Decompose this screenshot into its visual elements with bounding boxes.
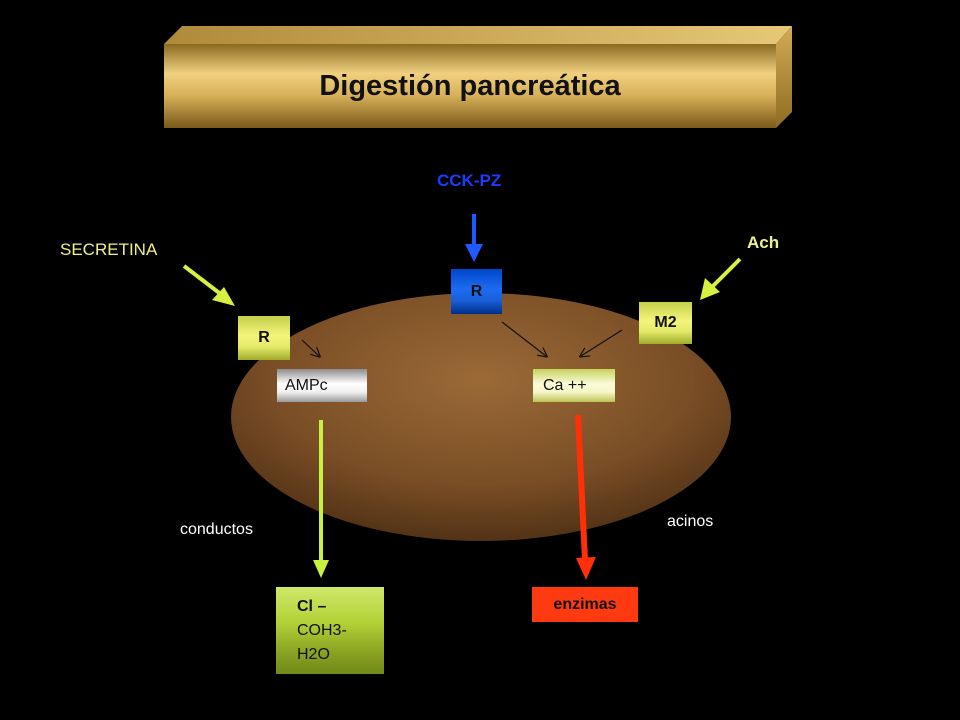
ducts-secretion-line-1: Cl – (297, 598, 327, 615)
enzymes-box: enzimas (532, 587, 638, 622)
ach-arrow (700, 257, 742, 300)
page-title: Digestión pancreática (319, 69, 621, 102)
conductos-label: conductos (180, 521, 253, 538)
camp-box: AMPc (277, 369, 367, 402)
cck-receptor-box: R (451, 269, 502, 314)
m2-to-ca-arrow (581, 329, 623, 356)
ducts-secretion-line-3: H2O (297, 646, 330, 663)
pancreatic-cell (231, 293, 731, 541)
m2-receptor-box: M2 (639, 302, 692, 344)
ducts-secretion-box: Cl – COH3- H2O (276, 587, 384, 674)
secretina-label: SECRETINA (60, 240, 158, 259)
calcium-box: Ca ++ (533, 369, 615, 402)
banner-top-face (164, 26, 792, 44)
ach-label: Ach (747, 233, 780, 252)
r-to-ampc-arrow (301, 339, 319, 356)
cck-label: CCK-PZ (437, 171, 502, 190)
cck-arrow (465, 214, 483, 262)
ducts-secretion-line-2: COH3- (297, 622, 347, 639)
acinos-label: acinos (667, 513, 714, 530)
banner-front-face (164, 44, 776, 128)
acini-arrow (575, 414, 596, 580)
r-to-ca-arrow (501, 321, 546, 356)
ducts-arrow (313, 420, 329, 578)
secretina-arrow (182, 264, 235, 306)
banner-side-face (776, 26, 792, 128)
secretin-receptor-box: R (238, 316, 290, 360)
title-banner (164, 26, 792, 128)
